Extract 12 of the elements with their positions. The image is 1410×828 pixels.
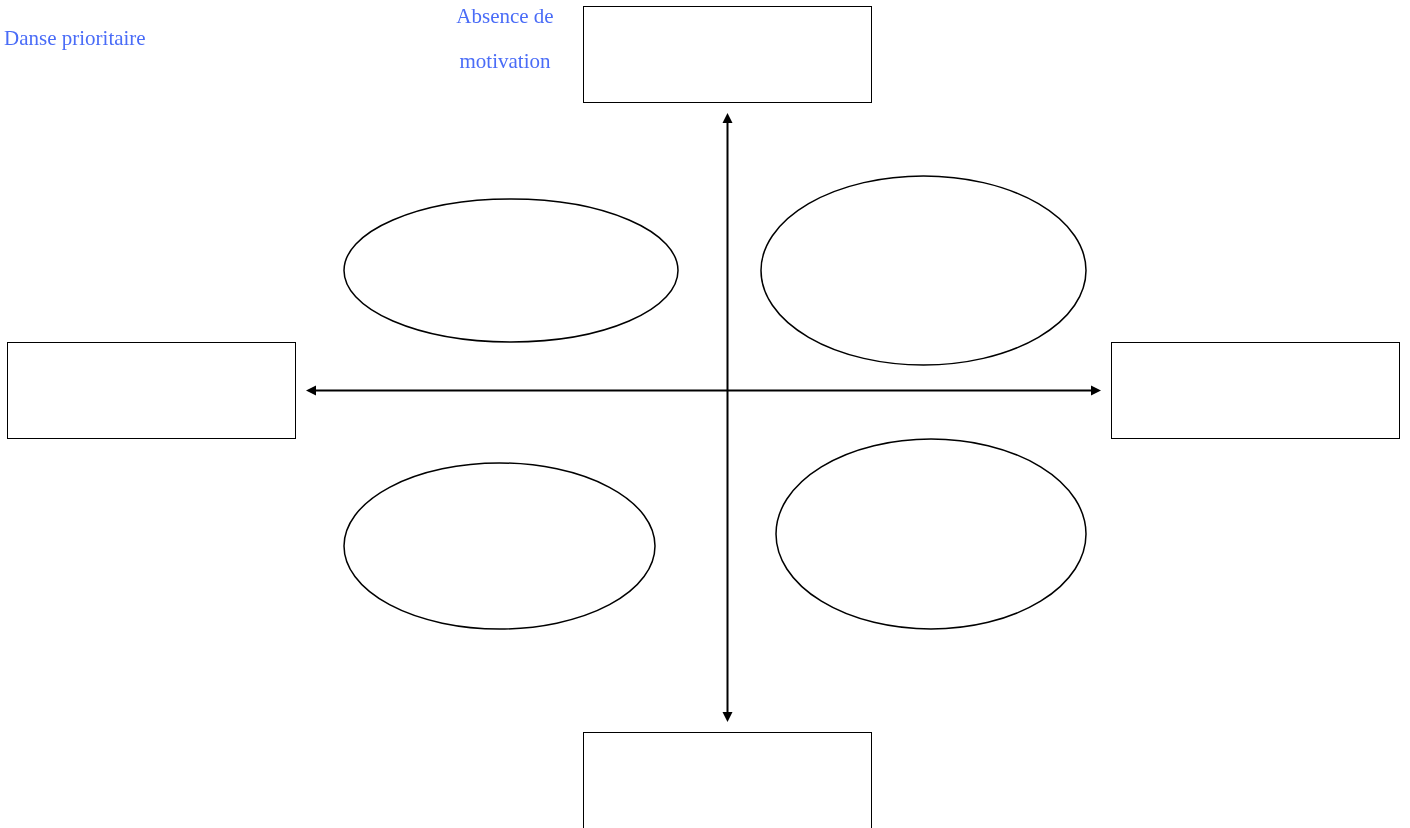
empty-ellipse <box>775 438 1087 630</box>
double-arrow <box>306 385 1101 396</box>
empty-box <box>583 6 872 103</box>
double-arrow <box>722 113 733 722</box>
empty-ellipse <box>343 198 679 343</box>
empty-box <box>7 342 296 439</box>
empty-box <box>583 732 872 828</box>
label-text: Danse prioritaire <box>4 25 146 52</box>
empty-ellipse <box>760 175 1087 366</box>
node-caption: Absence de motivation <box>455 3 555 75</box>
empty-ellipse <box>343 462 656 630</box>
empty-box <box>1111 342 1400 439</box>
